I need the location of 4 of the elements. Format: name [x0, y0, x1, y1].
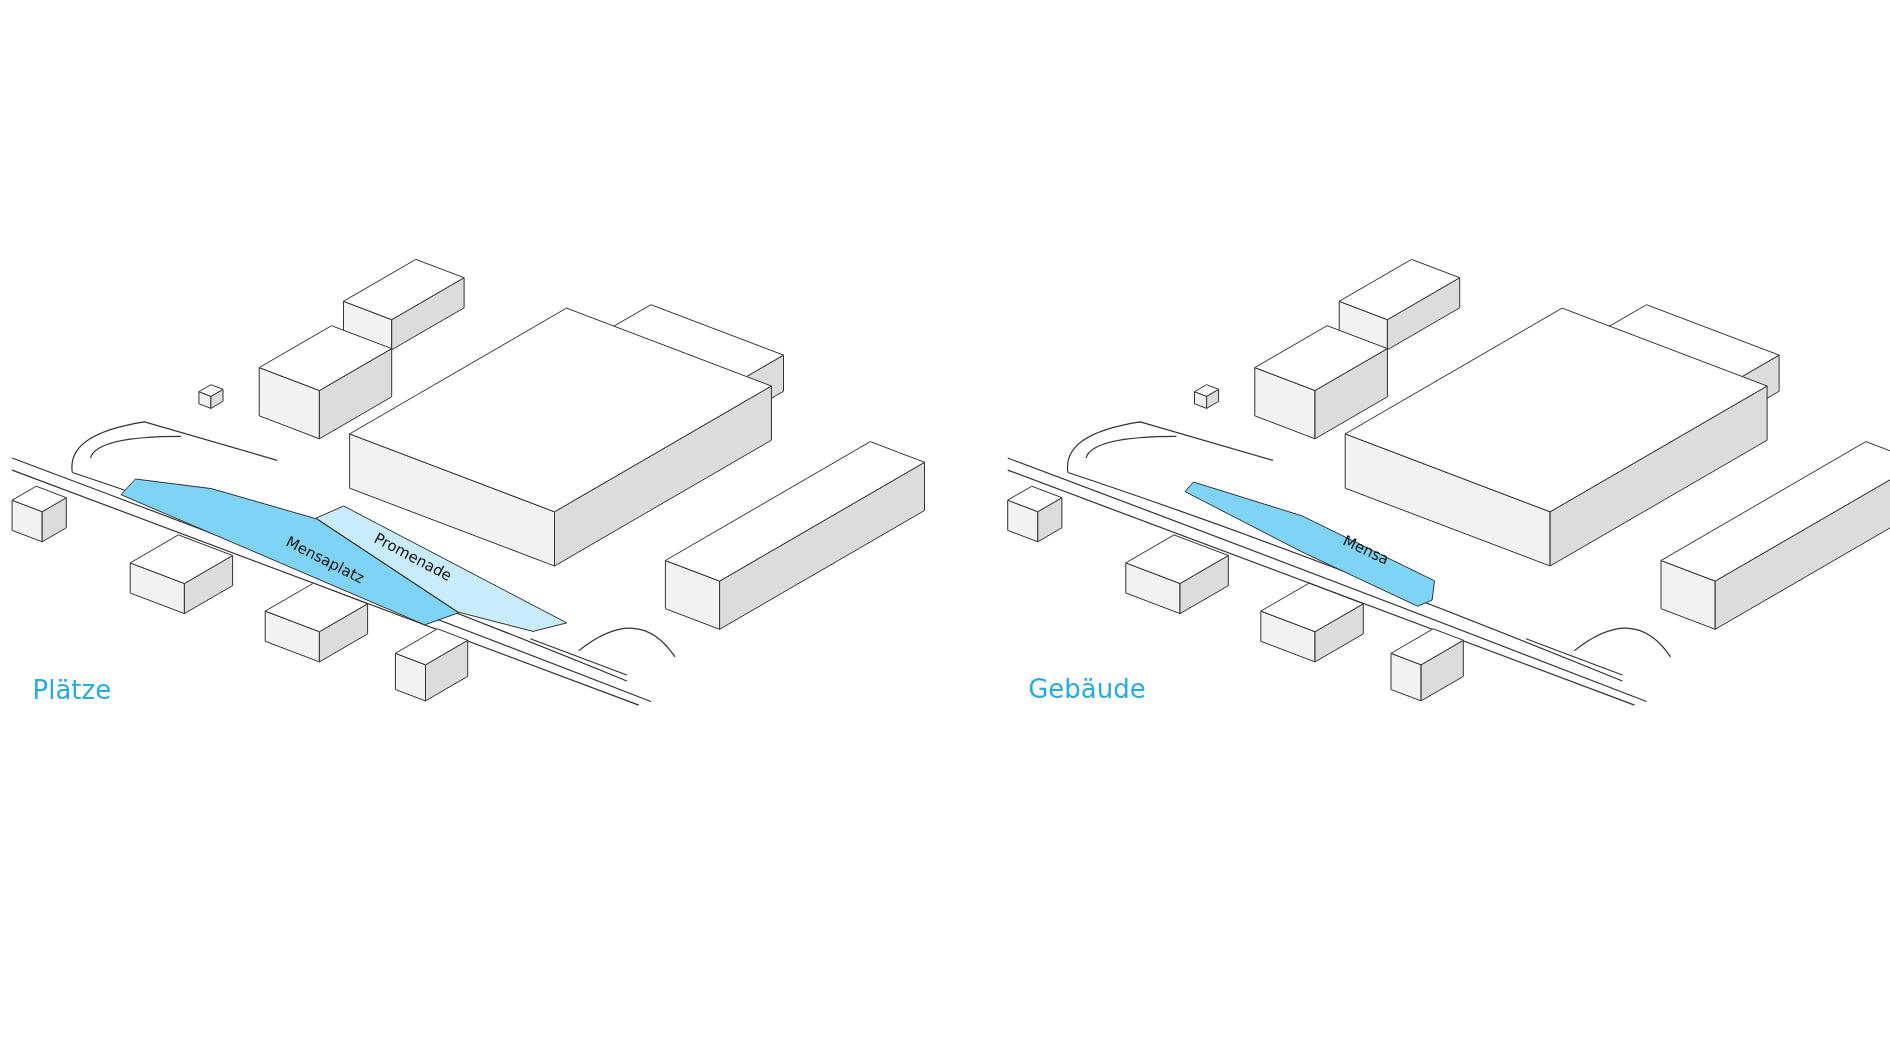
panel-label: Plätze	[32, 675, 112, 705]
plaza-area	[120, 478, 459, 625]
panel-label: Gebäude	[1028, 673, 1146, 704]
plaza-area	[1184, 482, 1435, 607]
